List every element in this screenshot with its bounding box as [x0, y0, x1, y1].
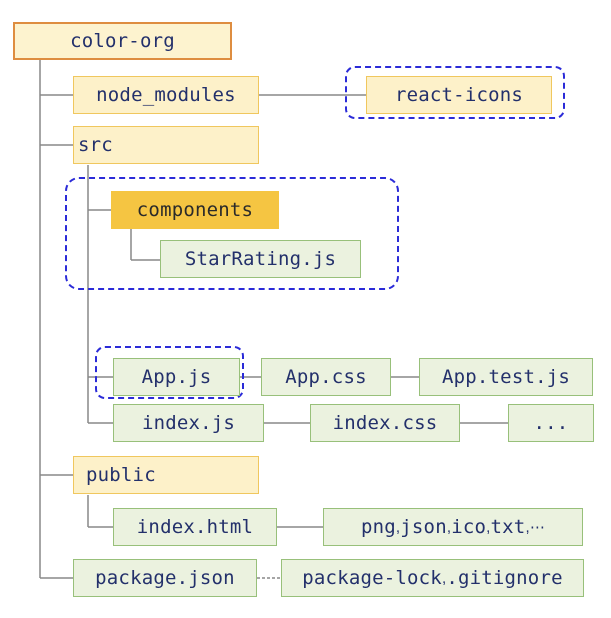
folder-react-icons-label: react-icons — [394, 84, 524, 106]
asset-ellipsis: ⋯ — [529, 519, 546, 536]
asset-txt: txt — [490, 516, 526, 538]
file-app-css-label: App.css — [285, 366, 367, 388]
folder-public[interactable]: public — [73, 456, 259, 494]
asset-sep: , — [486, 518, 491, 536]
file-more[interactable]: ... — [508, 404, 594, 442]
folder-src[interactable]: src — [73, 126, 259, 164]
file-star-rating-label: StarRating.js — [184, 248, 337, 270]
folder-root[interactable]: color-org — [13, 22, 232, 60]
lock-sep: , — [441, 569, 447, 587]
file-index-html-label: index.html — [136, 516, 254, 538]
asset-sep: , — [525, 518, 530, 536]
folder-src-label: src — [78, 134, 113, 156]
asset-sep: , — [446, 518, 452, 536]
file-index-css-label: index.css — [332, 412, 438, 434]
file-package-lock-label: package-lock — [302, 567, 442, 589]
asset-sep: , — [395, 518, 401, 536]
folder-node-modules-label: node_modules — [96, 84, 236, 106]
asset-ico: ico — [451, 516, 487, 538]
highlight-react-icons — [345, 66, 565, 119]
file-gitignore-label: .gitignore — [446, 567, 563, 589]
file-index-js-label: index.js — [141, 412, 236, 434]
file-assets-group[interactable]: png, json, ico, txt, ⋯ — [323, 508, 583, 546]
file-index-js[interactable]: index.js — [113, 404, 264, 442]
folder-components[interactable]: components — [111, 191, 279, 229]
folder-node-modules[interactable]: node_modules — [73, 76, 259, 114]
folder-react-icons[interactable]: react-icons — [366, 76, 552, 114]
file-lock-gitignore[interactable]: package-lock, .gitignore — [281, 559, 584, 597]
file-star-rating[interactable]: StarRating.js — [160, 240, 361, 278]
file-app-test-js[interactable]: App.test.js — [419, 358, 593, 396]
highlight-app-js — [95, 346, 244, 399]
asset-json: json — [400, 516, 447, 538]
file-index-html[interactable]: index.html — [113, 508, 277, 546]
file-app-js[interactable]: App.js — [113, 358, 240, 396]
folder-public-label: public — [86, 464, 156, 486]
file-more-label: ... — [533, 412, 569, 434]
file-package-json-label: package.json — [95, 567, 235, 589]
file-package-json[interactable]: package.json — [73, 559, 257, 597]
folder-components-label: components — [136, 199, 254, 221]
highlight-components — [65, 177, 399, 290]
asset-png: png — [360, 516, 396, 538]
file-app-test-js-label: App.test.js — [441, 366, 571, 388]
file-app-js-label: App.js — [141, 366, 212, 388]
file-index-css[interactable]: index.css — [310, 404, 460, 442]
folder-root-label: color-org — [70, 30, 175, 52]
file-app-css[interactable]: App.css — [261, 358, 391, 396]
